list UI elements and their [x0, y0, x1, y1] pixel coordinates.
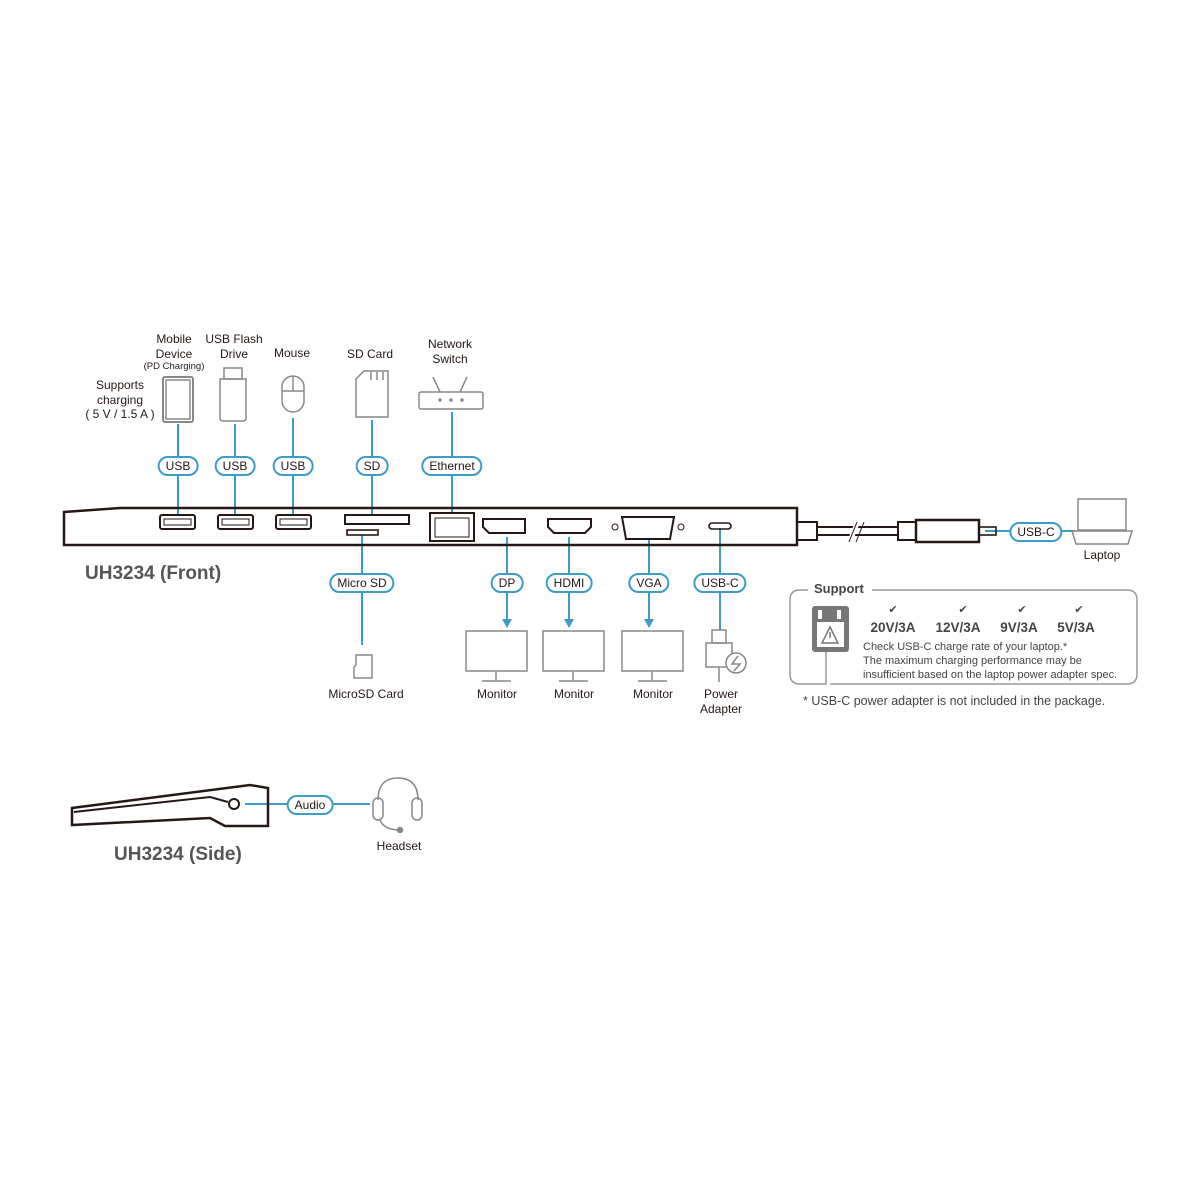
- monitor-icon: [621, 630, 684, 682]
- support-note: Check USB-C charge rate of your laptop.*…: [863, 640, 1117, 682]
- microsd-card-label: MicroSD Card: [328, 687, 404, 701]
- check-icon: ✔: [1017, 604, 1027, 616]
- mouse-icon: [281, 375, 305, 413]
- headset-label: Headset: [376, 839, 422, 853]
- power-adapter-icon: [705, 629, 747, 682]
- port-usb-c: USB-C: [693, 573, 747, 593]
- label: (PD Charging): [143, 361, 205, 372]
- sd-card-icon: [355, 370, 389, 418]
- label: charging: [96, 392, 144, 407]
- port-audio: Audio: [286, 795, 334, 815]
- host-usb-c: USB-C: [1009, 522, 1063, 542]
- port-usb-2: USB: [214, 456, 256, 476]
- monitor-label: Monitor: [476, 687, 518, 701]
- side-title: UH3234 (Side): [114, 844, 242, 865]
- connector-lines: [177, 412, 1075, 805]
- label: Mobile: [156, 332, 192, 346]
- port-ethernet: Ethernet: [421, 456, 483, 476]
- label: Check USB-C charge rate of your laptop.*: [863, 641, 1068, 653]
- rating-9v: 9V/3A: [1000, 620, 1038, 635]
- laptop-icon: [1070, 498, 1134, 545]
- monitor-label: Monitor: [553, 687, 595, 701]
- port-dp: DP: [490, 573, 524, 593]
- monitor-icon: [465, 630, 528, 682]
- hub-front: [62, 506, 997, 547]
- arrowheads: [502, 619, 654, 628]
- label: The maximum charging performance may be: [863, 655, 1082, 667]
- label: Supports: [95, 378, 145, 392]
- hub-side: [70, 783, 270, 828]
- microsd-card-icon: [353, 654, 373, 679]
- front-title: UH3234 (Front): [85, 563, 222, 584]
- port-hdmi: HDMI: [545, 573, 593, 593]
- port-vga: VGA: [628, 573, 670, 593]
- laptop-label: Laptop: [1083, 548, 1121, 562]
- network-switch-icon: [418, 376, 484, 410]
- monitor-icon: [542, 630, 605, 682]
- port-micro-sd: Micro SD: [329, 573, 395, 593]
- check-icon: ✔: [888, 604, 898, 616]
- label: Switch: [432, 351, 468, 366]
- footnote: * USB-C power adapter is not included in…: [803, 694, 1106, 708]
- check-icon: ✔: [1074, 604, 1084, 616]
- label: Device: [155, 346, 193, 361]
- label: Drive: [219, 346, 249, 361]
- rating-5v: 5V/3A: [1057, 620, 1095, 635]
- port-usb-1: USB: [157, 456, 199, 476]
- sd-card-label: SD Card: [346, 347, 394, 361]
- label: ( 5 V / 1.5 A ): [85, 407, 155, 421]
- support-title: Support: [814, 581, 864, 596]
- power-plug-icon: [812, 606, 849, 652]
- mouse-label: Mouse: [273, 346, 311, 360]
- label: Adapter: [699, 701, 743, 716]
- label: USB Flash: [205, 332, 263, 346]
- usb-flash-drive-icon: [219, 367, 247, 422]
- port-sd: SD: [355, 456, 389, 476]
- monitor-label: Monitor: [632, 687, 674, 701]
- rating-20v: 20V/3A: [870, 620, 916, 635]
- label: Power: [703, 687, 738, 701]
- port-usb-3: USB: [272, 456, 314, 476]
- label: Network: [427, 337, 473, 351]
- mobile-device-icon: [162, 376, 194, 423]
- label: insufficient based on the laptop power a…: [863, 669, 1118, 681]
- check-icon: ✔: [958, 604, 968, 616]
- support-box: [789, 589, 1138, 685]
- rating-12v: 12V/3A: [935, 620, 981, 635]
- headset-icon: [372, 777, 423, 834]
